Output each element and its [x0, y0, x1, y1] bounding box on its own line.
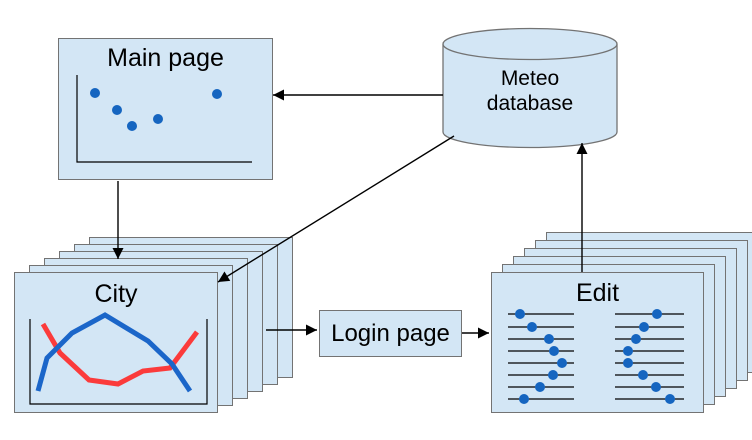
edit-node: Edit [491, 272, 704, 413]
slider-handle [638, 370, 648, 380]
slider-handle [544, 334, 554, 344]
slider-handle [631, 334, 641, 344]
edit-sliders-right-column [615, 309, 684, 404]
scatter-dots [90, 88, 222, 131]
edit-sliders [508, 309, 684, 404]
city-chart-red-line [40, 322, 199, 387]
scatter-dot [153, 114, 163, 124]
slider-handle [557, 358, 567, 368]
cylinder-top [442, 27, 618, 61]
edit-sliders-left-column [508, 309, 574, 404]
slider-handle [549, 346, 559, 356]
slider-handle [515, 309, 525, 319]
login-page-node: Login page [319, 310, 462, 357]
main-page-label: Main page [107, 44, 224, 72]
scatter-axes [76, 75, 252, 163]
slider-handle [519, 394, 529, 404]
login-page-label: Login page [331, 319, 450, 347]
slider-handle [623, 346, 633, 356]
slider-handle [651, 382, 661, 392]
slider-handle [652, 309, 662, 319]
city-label: City [94, 280, 138, 308]
scatter-dot [212, 89, 222, 99]
slider-handle [527, 322, 537, 332]
meteo-database-label-line2: database [486, 92, 574, 115]
edit-label: Edit [575, 279, 620, 307]
city-node: City [14, 272, 218, 413]
city-chart-blue-line [35, 312, 193, 393]
database-cylinder [442, 27, 618, 149]
meteo-database-label: Meteo database [442, 66, 618, 116]
slider-handle [623, 358, 633, 368]
scatter-dot [112, 105, 122, 115]
slider-handle [665, 394, 675, 404]
slider-handle [535, 382, 545, 392]
meteo-database-label-line1: Meteo [500, 67, 560, 90]
scatter-dot [90, 88, 100, 98]
main-page-node: Main page [58, 38, 273, 180]
city-line-chart [29, 312, 208, 405]
slider-handle [639, 322, 649, 332]
scatter-dot [127, 121, 137, 131]
city-chart-frame [29, 319, 208, 405]
main-page-scatter-chart [76, 75, 252, 163]
slider-handle [548, 370, 558, 380]
